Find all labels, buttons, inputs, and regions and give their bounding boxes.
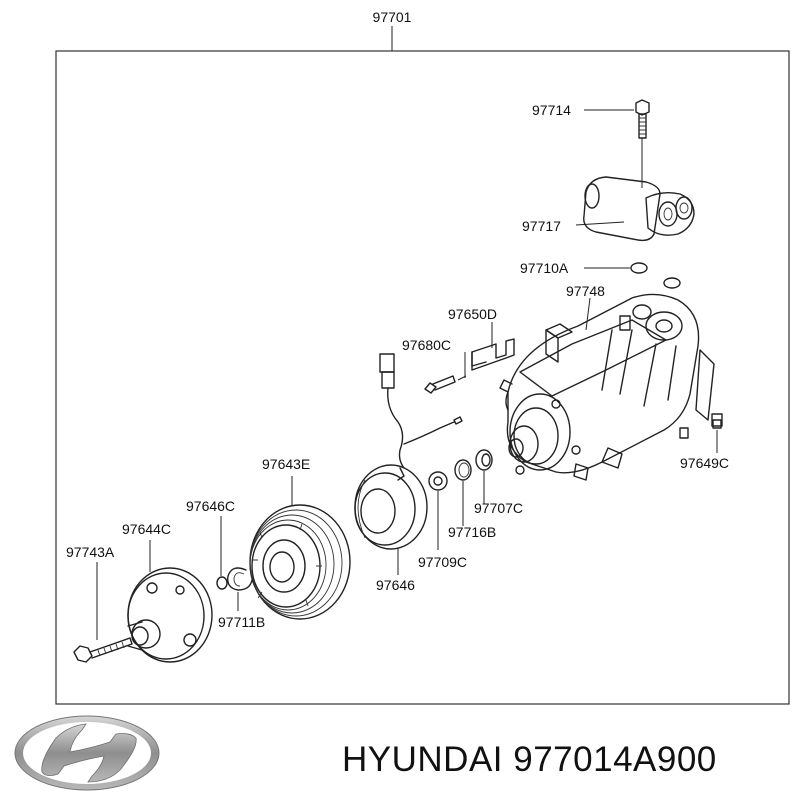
seal-97707C bbox=[475, 449, 493, 471]
manifold-block-97717 bbox=[583, 176, 695, 242]
label-97716B: 97716B bbox=[448, 524, 496, 540]
nut-97646C bbox=[216, 576, 228, 590]
assembly-frame bbox=[55, 50, 790, 705]
label-97644C: 97644C bbox=[122, 521, 171, 537]
label-97650D: 97650D bbox=[448, 306, 497, 322]
part-caption: HYUNDAI 977014A900 bbox=[342, 740, 717, 779]
label-97710A: 97710A bbox=[520, 260, 569, 276]
snap-ring-97716B bbox=[454, 459, 472, 481]
pin-97649C bbox=[712, 419, 722, 429]
label-97709C: 97709C bbox=[418, 554, 467, 570]
label-97711B: 97711B bbox=[218, 614, 265, 630]
label-97701: 97701 bbox=[373, 9, 412, 25]
screw-97680C bbox=[424, 375, 456, 394]
label-97748: 97748 bbox=[566, 283, 605, 299]
washer-97709C bbox=[428, 471, 448, 491]
bolt-97714 bbox=[635, 99, 650, 139]
label-97646C: 97646C bbox=[186, 498, 235, 514]
label-97680C: 97680C bbox=[402, 337, 451, 353]
field-coil-97646 bbox=[354, 464, 428, 550]
hub-plate-97644C bbox=[127, 567, 213, 663]
o-rings-97710A bbox=[630, 262, 681, 289]
label-97743A: 97743A bbox=[66, 544, 115, 560]
label-97707C: 97707C bbox=[474, 500, 523, 516]
label-97649C: 97649C bbox=[680, 455, 729, 471]
compressor-body-97748 bbox=[499, 293, 723, 481]
bracket-97650D bbox=[471, 338, 515, 371]
label-97646: 97646 bbox=[376, 577, 415, 593]
snap-ring-97711B bbox=[227, 567, 253, 591]
pulley-97643E bbox=[249, 504, 351, 620]
label-97643E: 97643E bbox=[262, 456, 310, 472]
bolt-97743A bbox=[73, 637, 133, 663]
label-97714: 97714 bbox=[532, 102, 571, 118]
hyundai-logo-icon bbox=[14, 715, 160, 791]
coil-connector bbox=[379, 353, 463, 481]
label-97717: 97717 bbox=[522, 218, 561, 234]
